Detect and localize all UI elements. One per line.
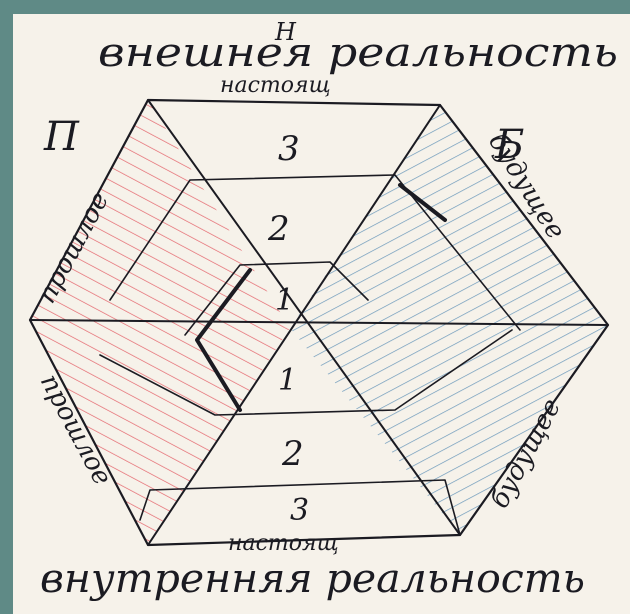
top-edge-label: настоящ	[220, 73, 331, 98]
upper-level-3-number: 3	[278, 129, 300, 169]
bottom-title: внутренняя реальность	[40, 556, 585, 602]
lower-level-3-number: 3	[290, 493, 309, 528]
lower-level-1-number: 1	[278, 363, 297, 398]
top-letter: Н	[274, 18, 297, 46]
upper-level-1-number: 1	[275, 283, 294, 318]
lower-level-2-number: 2	[281, 434, 304, 474]
top-title: внешнея реальность	[98, 30, 618, 76]
bottom-edge-label: настоящ	[228, 531, 339, 556]
upper-level-2-number: 2	[267, 209, 290, 249]
future-lower-hatch	[290, 325, 608, 535]
left-letter: П	[43, 114, 80, 160]
